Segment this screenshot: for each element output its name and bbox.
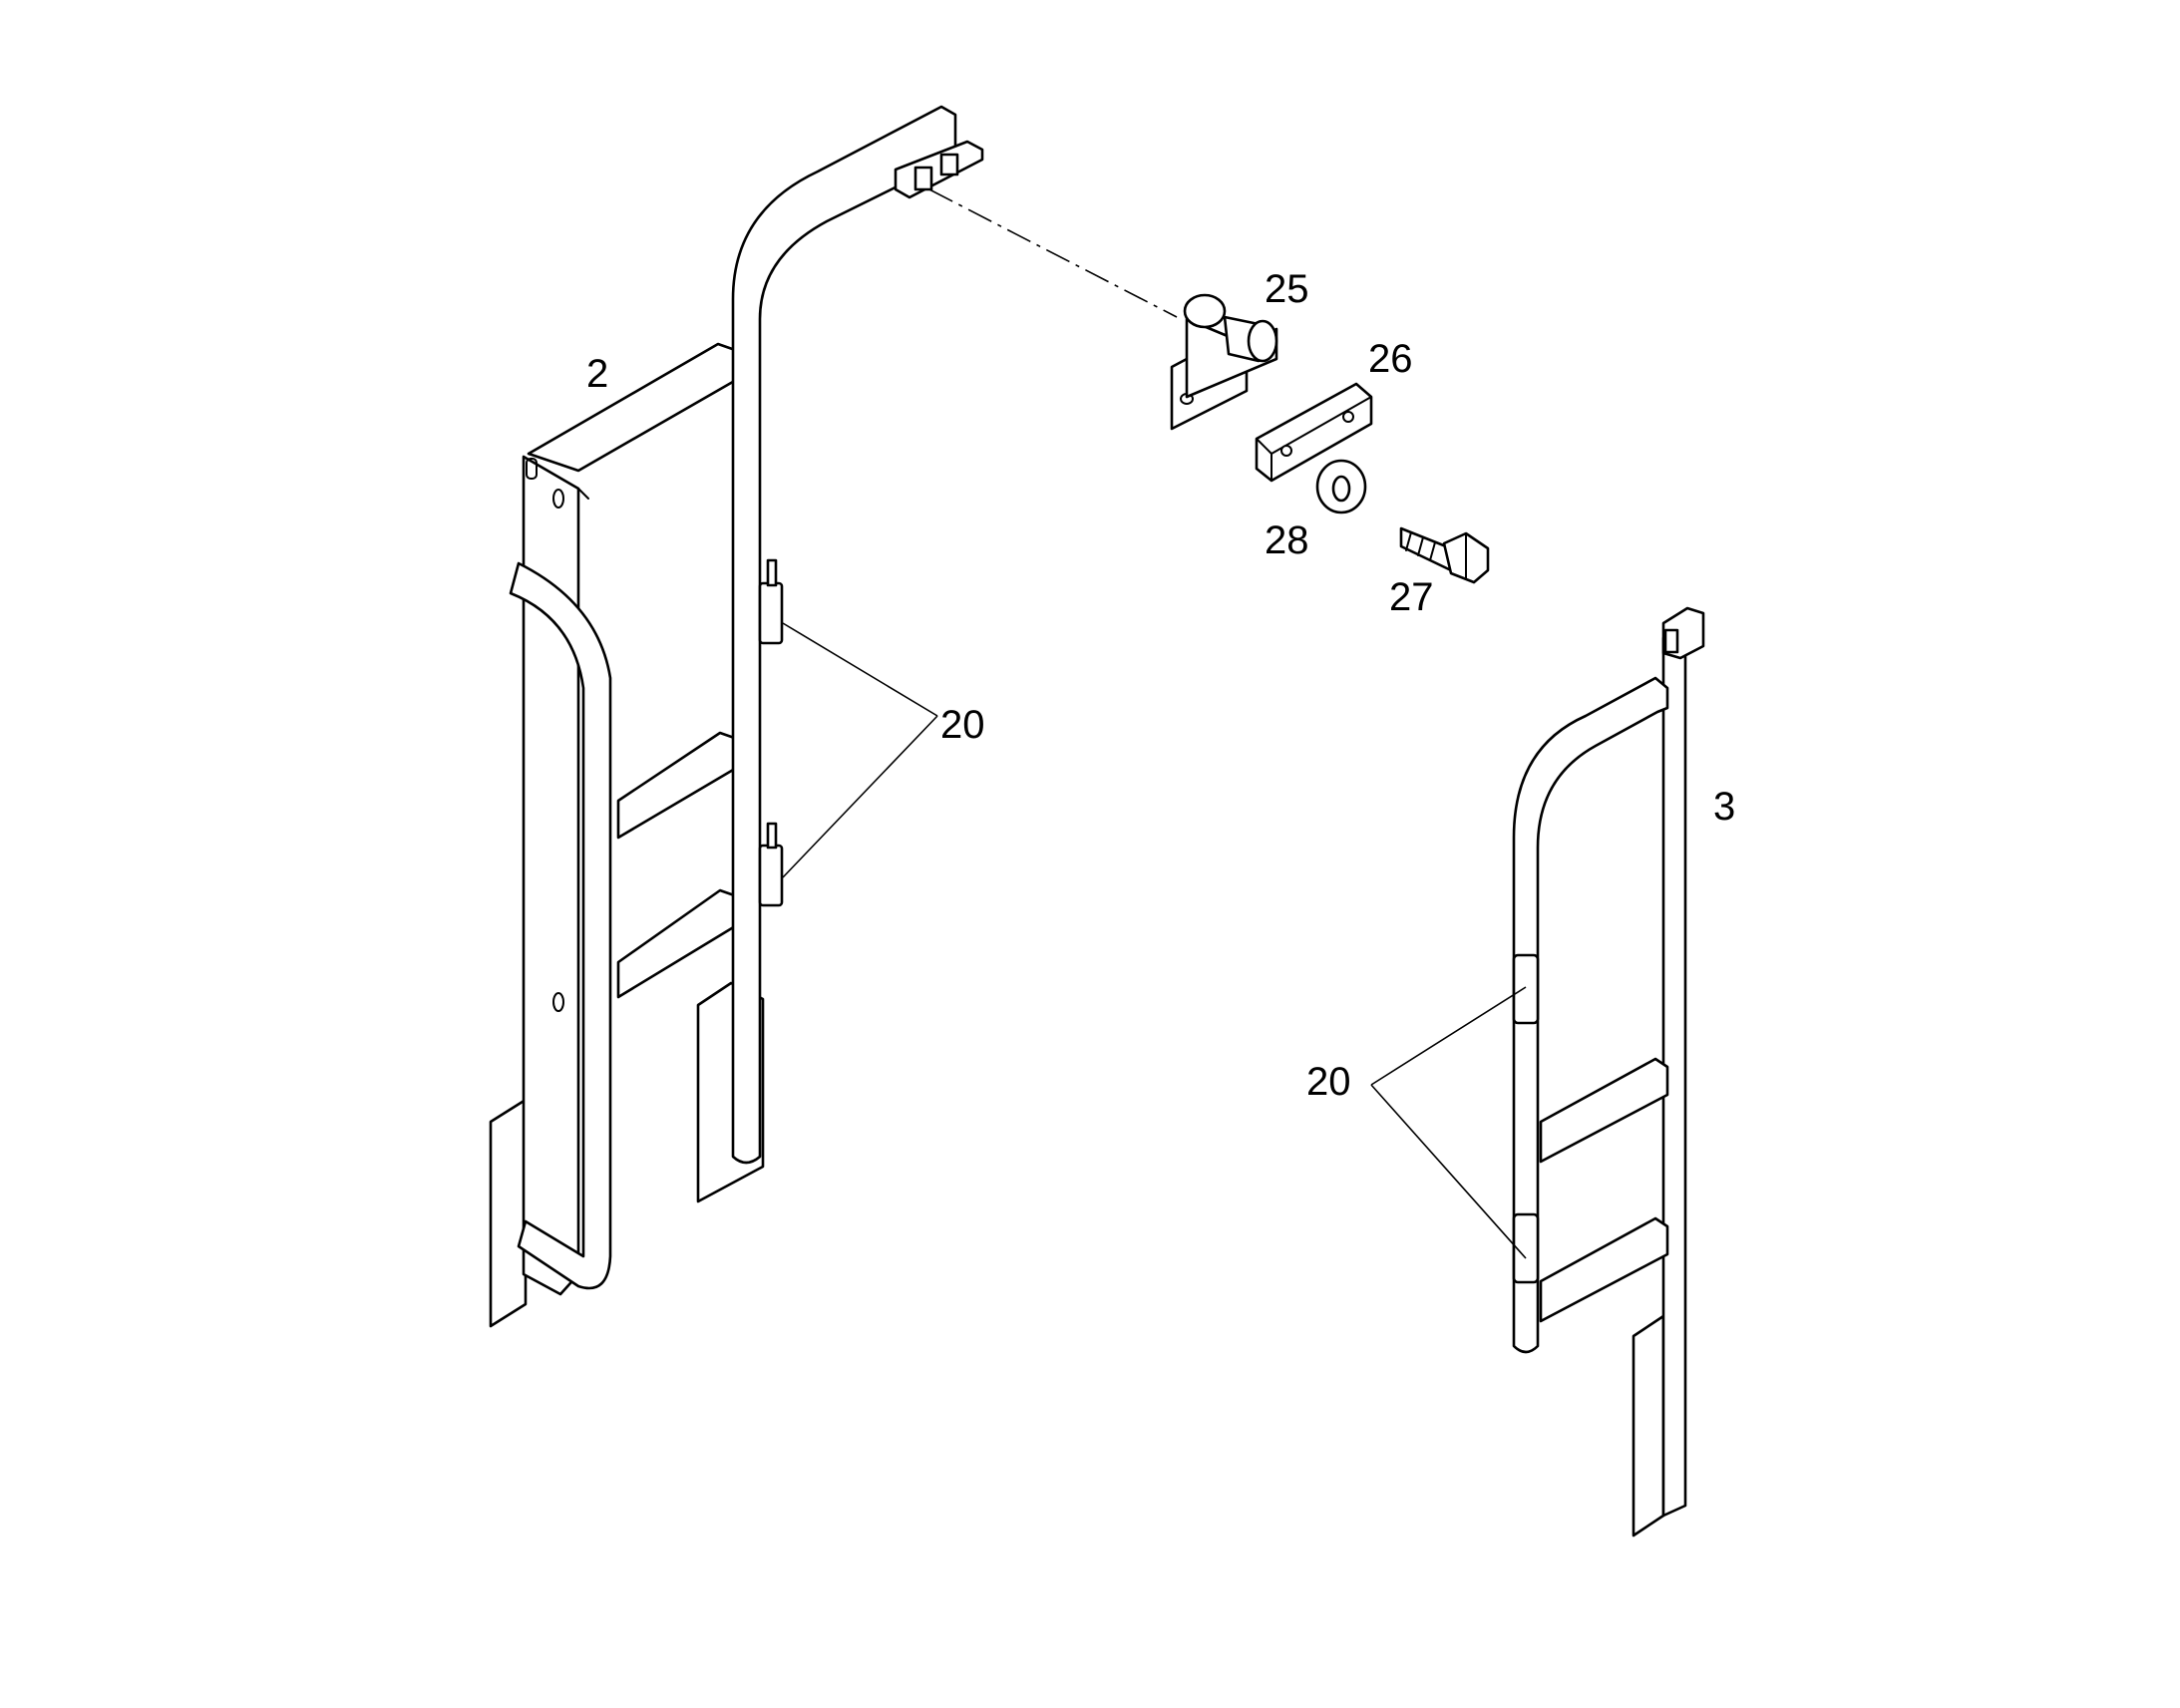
callout-20-left: 20 [940,703,985,747]
assembly-line [928,188,1178,318]
side-panel [522,455,580,1296]
left-mounting-plate [489,1098,528,1328]
hinge-pin-upper [758,558,784,645]
callout-26: 26 [1368,337,1413,381]
middle-rung [616,731,742,840]
callout-27: 27 [1389,575,1434,619]
main-hand-tube [731,105,957,1165]
hinge-pin-lower [758,822,784,907]
hardware-group [928,188,1490,584]
callout-3: 3 [1713,785,1735,829]
part-27-bolt [1399,526,1490,584]
leader-lines [782,622,1527,1259]
left-ladder-assembly [489,105,984,1328]
lower-rung [616,888,742,999]
right-hinge-sleeve-upper [1512,953,1540,1025]
callout-2: 2 [586,352,608,396]
right-lower-rung [1539,1216,1669,1323]
right-hinge-sleeve-lower [1512,1212,1540,1284]
callout-28: 28 [1265,518,1309,562]
right-middle-rung [1539,1057,1669,1164]
grab-handle [509,561,612,1290]
part-25-latch-bracket [1170,293,1278,431]
part-28-washer [1315,459,1367,514]
callout-25: 25 [1265,267,1309,311]
top-rung [527,342,740,473]
right-hand-tube [1512,676,1669,1354]
callout-20-right: 20 [1306,1060,1351,1104]
right-ladder-assembly [1512,606,1705,1537]
right-mounting-plate [1632,1314,1665,1537]
